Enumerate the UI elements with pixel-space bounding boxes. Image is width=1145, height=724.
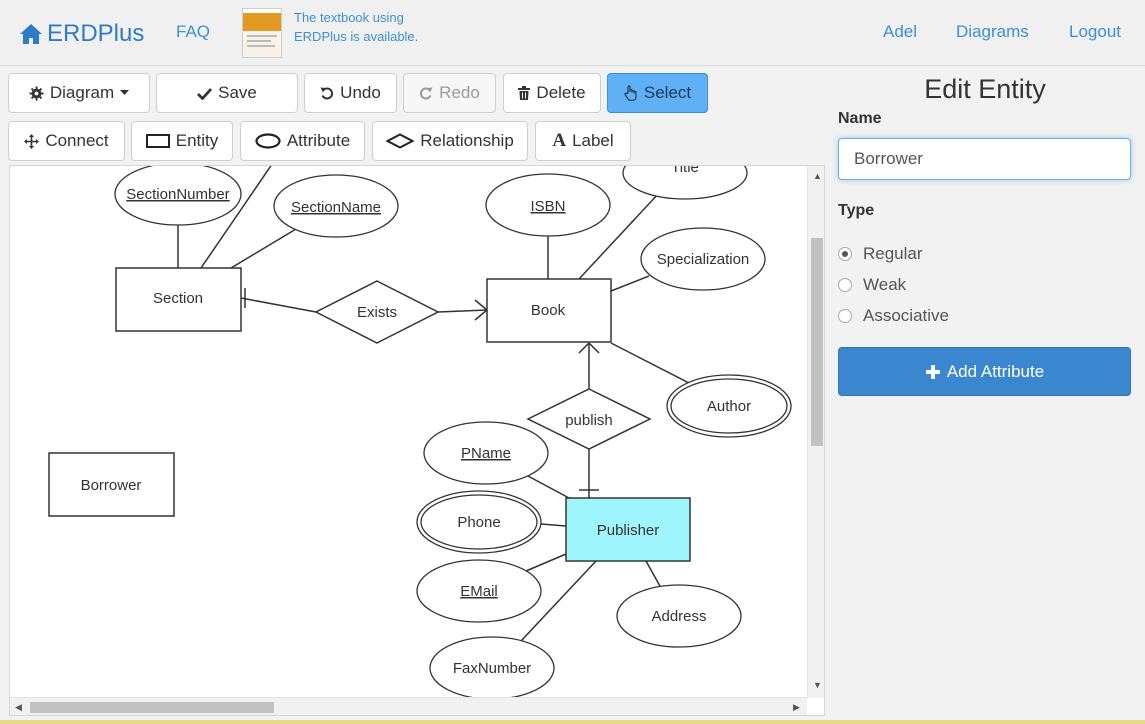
entity-tool-button[interactable]: Entity: [131, 121, 233, 161]
exists-relationship-shape: [314, 280, 440, 344]
attribute-tool-label: Attribute: [286, 131, 351, 150]
type-associative-label: Associative: [863, 306, 949, 325]
horizontal-scrollbar[interactable]: ◀ ▶: [10, 697, 807, 715]
entity-name-input[interactable]: [838, 138, 1131, 180]
textbook-line-1: The textbook using: [294, 10, 404, 25]
brand-name: ERDPlus: [47, 20, 145, 47]
attr-phone[interactable]: Phone: [457, 514, 500, 531]
bottom-border: [0, 720, 1145, 724]
relationship-tool-button[interactable]: Relationship: [372, 121, 528, 161]
logout-link[interactable]: Logout: [1069, 22, 1121, 41]
plus-icon: [925, 364, 940, 379]
attr-fax-number[interactable]: FaxNumber: [453, 660, 531, 677]
section-entity-label[interactable]: Section: [153, 290, 203, 307]
save-button[interactable]: Save: [156, 73, 298, 113]
navbar: ERDPlus FAQ The textbook using ERDPlus i…: [0, 0, 1145, 66]
vertical-scroll-thumb[interactable]: [811, 238, 823, 446]
attribute-tool-button[interactable]: Attribute: [240, 121, 365, 161]
type-option-weak[interactable]: Weak: [838, 275, 906, 295]
book-entity-box: [486, 278, 612, 343]
faq-link[interactable]: FAQ: [176, 22, 211, 41]
textbook-link[interactable]: The textbook using ERDPlus is available.: [294, 8, 454, 46]
radio-weak[interactable]: [838, 278, 852, 292]
textbook-cover-image[interactable]: [242, 8, 282, 58]
diamond-icon: [386, 133, 415, 149]
save-label: Save: [218, 83, 257, 102]
delete-button[interactable]: Delete: [503, 73, 601, 113]
relationship-tool-label: Relationship: [420, 131, 514, 150]
publisher-entity-box: [565, 497, 691, 562]
ellipse-icon: [255, 133, 281, 149]
user-link[interactable]: Adel: [883, 22, 918, 41]
select-button[interactable]: Select: [607, 73, 708, 113]
diagram-menu-label: Diagram: [49, 83, 115, 102]
brand-logo[interactable]: ERDPlus: [19, 19, 144, 49]
attr-specialization[interactable]: Specialization: [657, 251, 750, 268]
add-attribute-label: Add Attribute: [946, 361, 1045, 381]
horizontal-scroll-thumb[interactable]: [30, 702, 274, 713]
radio-regular[interactable]: [838, 247, 852, 261]
textbook-line-2: ERDPlus is available.: [294, 29, 419, 44]
trash-icon: [518, 86, 531, 100]
letter-a-icon: A: [552, 130, 567, 151]
exists-relationship-label[interactable]: Exists: [357, 304, 397, 321]
home-icon: [20, 24, 42, 44]
scroll-down-arrow-icon[interactable]: ▼: [813, 680, 822, 690]
attr-author[interactable]: Author: [707, 398, 751, 415]
scroll-left-arrow-icon[interactable]: ◀: [15, 702, 22, 712]
hand-pointer-icon: [624, 85, 637, 101]
type-weak-label: Weak: [863, 275, 907, 294]
caret-down-icon: [120, 90, 130, 95]
attr-address[interactable]: Address: [651, 608, 706, 625]
book-entity-label[interactable]: Book: [531, 302, 566, 319]
diagrams-link[interactable]: Diagrams: [956, 22, 1029, 41]
label-tool-label: Label: [572, 131, 614, 150]
move-arrows-icon: [24, 133, 40, 149]
rectangle-icon: [145, 134, 170, 148]
publish-relationship-label[interactable]: publish: [565, 412, 613, 429]
select-label: Select: [643, 83, 692, 102]
diagram-canvas[interactable]: Section Book Borrower Publisher Exists p…: [9, 165, 825, 716]
undo-button[interactable]: Undo: [304, 73, 397, 113]
redo-button[interactable]: Redo: [403, 73, 496, 113]
label-tool-button[interactable]: A Label: [535, 121, 631, 161]
radio-associative[interactable]: [838, 309, 852, 323]
undo-label: Undo: [340, 83, 381, 102]
gear-icon: [29, 85, 44, 101]
publisher-entity-label[interactable]: Publisher: [597, 522, 660, 539]
type-option-regular[interactable]: Regular: [838, 244, 923, 264]
attr-pname[interactable]: PName: [461, 445, 511, 462]
redo-icon: [420, 87, 433, 100]
borrower-entity-box: [48, 452, 175, 517]
scroll-right-arrow-icon[interactable]: ▶: [793, 702, 800, 712]
redo-label: Redo: [439, 83, 480, 102]
checkmark-icon: [197, 87, 213, 100]
er-diagram[interactable]: Section Book Borrower Publisher Exists p…: [10, 166, 807, 698]
add-attribute-button[interactable]: Add Attribute: [838, 347, 1131, 396]
type-label: Type: [838, 202, 875, 219]
attr-section-name[interactable]: SectionName: [291, 199, 381, 216]
edit-entity-title: Edit Entity: [924, 74, 1046, 104]
scroll-up-arrow-icon[interactable]: ▲: [813, 171, 822, 181]
attr-isbn[interactable]: ISBN: [530, 198, 565, 215]
diagram-menu-button[interactable]: Diagram: [8, 73, 150, 113]
connect-button[interactable]: Connect: [8, 121, 125, 161]
connect-label: Connect: [45, 131, 109, 150]
borrower-entity-label[interactable]: Borrower: [81, 477, 142, 494]
undo-icon: [320, 87, 334, 100]
attr-email[interactable]: EMail: [460, 583, 498, 600]
attr-section-number[interactable]: SectionNumber: [126, 186, 229, 203]
type-option-associative[interactable]: Associative: [838, 306, 949, 326]
section-entity-box: [115, 267, 242, 332]
publish-relationship-shape: [526, 388, 652, 450]
name-label: Name: [838, 110, 882, 127]
delete-label: Delete: [536, 83, 586, 102]
type-regular-label: Regular: [863, 244, 923, 263]
attr-title[interactable]: Title: [671, 166, 699, 176]
entity-tool-label: Entity: [175, 131, 219, 150]
vertical-scrollbar[interactable]: ▲ ▼: [807, 166, 824, 698]
